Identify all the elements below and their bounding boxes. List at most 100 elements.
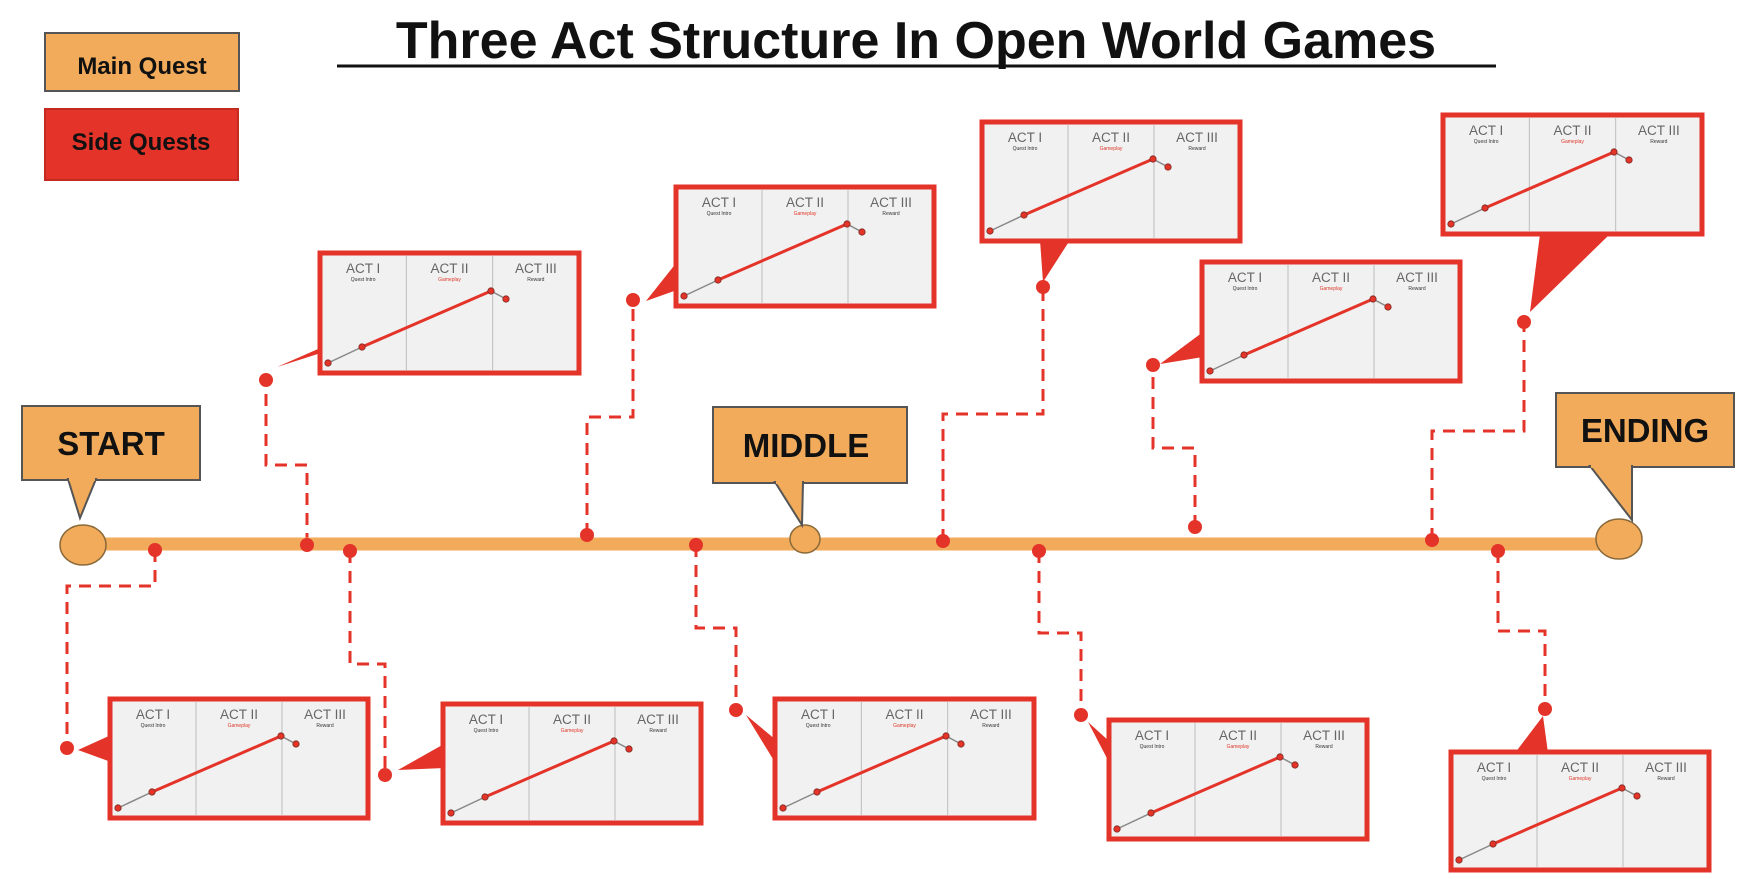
act-label: ACT II (553, 712, 591, 727)
card-progress-point (942, 732, 950, 740)
act-subtitle: Quest Intro (1233, 286, 1258, 292)
connector-top-4 (1151, 365, 1197, 527)
card-progress-point (843, 220, 851, 228)
card-frame (673, 184, 937, 309)
act-subtitle: Quest Intro (1482, 776, 1507, 782)
card-progress-point (1455, 856, 1463, 864)
act-label: ACT I (702, 195, 736, 210)
act-subtitle: Quest Intro (474, 728, 499, 734)
act-label: ACT III (515, 261, 557, 276)
act-subtitle: Quest Intro (1140, 744, 1165, 750)
card-pointer (1040, 240, 1070, 282)
card-pointer (1515, 716, 1548, 753)
connector-bottom-4 (1037, 551, 1083, 715)
card-progress-point (502, 295, 510, 303)
card-gameplay-segment (1243, 297, 1374, 357)
act-label: ACT I (1469, 123, 1503, 138)
junction-dot (300, 538, 314, 552)
act-subtitle: Reward (527, 277, 544, 283)
card-progress-point (1481, 204, 1489, 212)
card-progress-point (1447, 220, 1455, 228)
act-label: ACT I (801, 707, 835, 722)
card-progress-point (714, 276, 722, 284)
card-progress-point (148, 788, 156, 796)
act-subtitle: Quest Intro (141, 723, 166, 729)
card-progress-point (1020, 211, 1028, 219)
act-label: ACT II (1092, 130, 1130, 145)
card-progress-point (1384, 303, 1392, 311)
act-subtitle: Quest Intro (351, 277, 376, 283)
card-gameplay-segment (1023, 157, 1154, 217)
act-subtitle: Reward (982, 723, 999, 729)
act-subtitle: Reward (1657, 776, 1674, 782)
card-progress-point (1291, 761, 1299, 769)
ending-node (1595, 518, 1643, 560)
junction-dot (1032, 544, 1046, 558)
card-gameplay-segment (1492, 786, 1623, 846)
card-progress-point (481, 793, 489, 801)
connector-bottom-1 (65, 550, 157, 748)
middle-node (789, 524, 821, 554)
side-quest-connectors (65, 287, 1547, 775)
act-label: ACT II (430, 261, 468, 276)
act-subtitle: Gameplay (438, 277, 461, 283)
card-gameplay-segment (1484, 150, 1615, 210)
ending-callout-joint (1591, 463, 1631, 468)
card-pointer (1530, 234, 1610, 312)
act-label: ACT III (1303, 728, 1345, 743)
card-progress-point (1489, 840, 1497, 848)
middle-callout-joint (776, 479, 802, 484)
legend-side-quests-label: Side Quests (72, 129, 211, 156)
act-label: ACT III (637, 712, 679, 727)
start-callout-box (21, 405, 201, 481)
act-label: ACT II (885, 707, 923, 722)
junction-dot (1491, 544, 1505, 558)
card-frame (1199, 259, 1463, 384)
card-gameplay-segment (1150, 755, 1281, 815)
card-progress-point (324, 359, 332, 367)
start-label: START (57, 425, 165, 462)
start-node (59, 524, 107, 566)
act-subtitle: Reward (1188, 146, 1205, 152)
act-label: ACT II (1312, 270, 1350, 285)
junction-dot (580, 528, 594, 542)
main-quest-timeline (59, 518, 1643, 566)
card-progress-point (858, 228, 866, 236)
card-intro-segment (782, 791, 818, 809)
act-label: ACT I (1477, 760, 1511, 775)
act-subtitle: Reward (316, 723, 333, 729)
act-label: ACT II (1219, 728, 1257, 743)
act-label: ACT I (1008, 130, 1042, 145)
card-progress-point (1240, 351, 1248, 359)
card-progress-point (114, 804, 122, 812)
act-label: ACT II (1553, 123, 1591, 138)
act-label: ACT III (1645, 760, 1687, 775)
card-pointer (746, 715, 776, 764)
act-subtitle: Gameplay (893, 723, 916, 729)
connector-end-dot (729, 703, 743, 717)
card-progress-point (957, 740, 965, 748)
card-intro-segment (450, 796, 486, 814)
card-progress-point (1610, 148, 1618, 156)
act-label: ACT III (1396, 270, 1438, 285)
junction-dot (343, 544, 357, 558)
connector-end-dot (626, 293, 640, 307)
card-progress-point (680, 292, 688, 300)
connector-end-dot (60, 741, 74, 755)
card-progress-point (1113, 825, 1121, 833)
connector-top-2 (585, 300, 635, 535)
act-label: ACT I (1228, 270, 1262, 285)
card-progress-point (779, 804, 787, 812)
card-frame (317, 250, 582, 376)
card-frame (979, 119, 1243, 244)
middle-label: MIDDLE (743, 427, 870, 464)
connector-end-dot (1036, 280, 1050, 294)
